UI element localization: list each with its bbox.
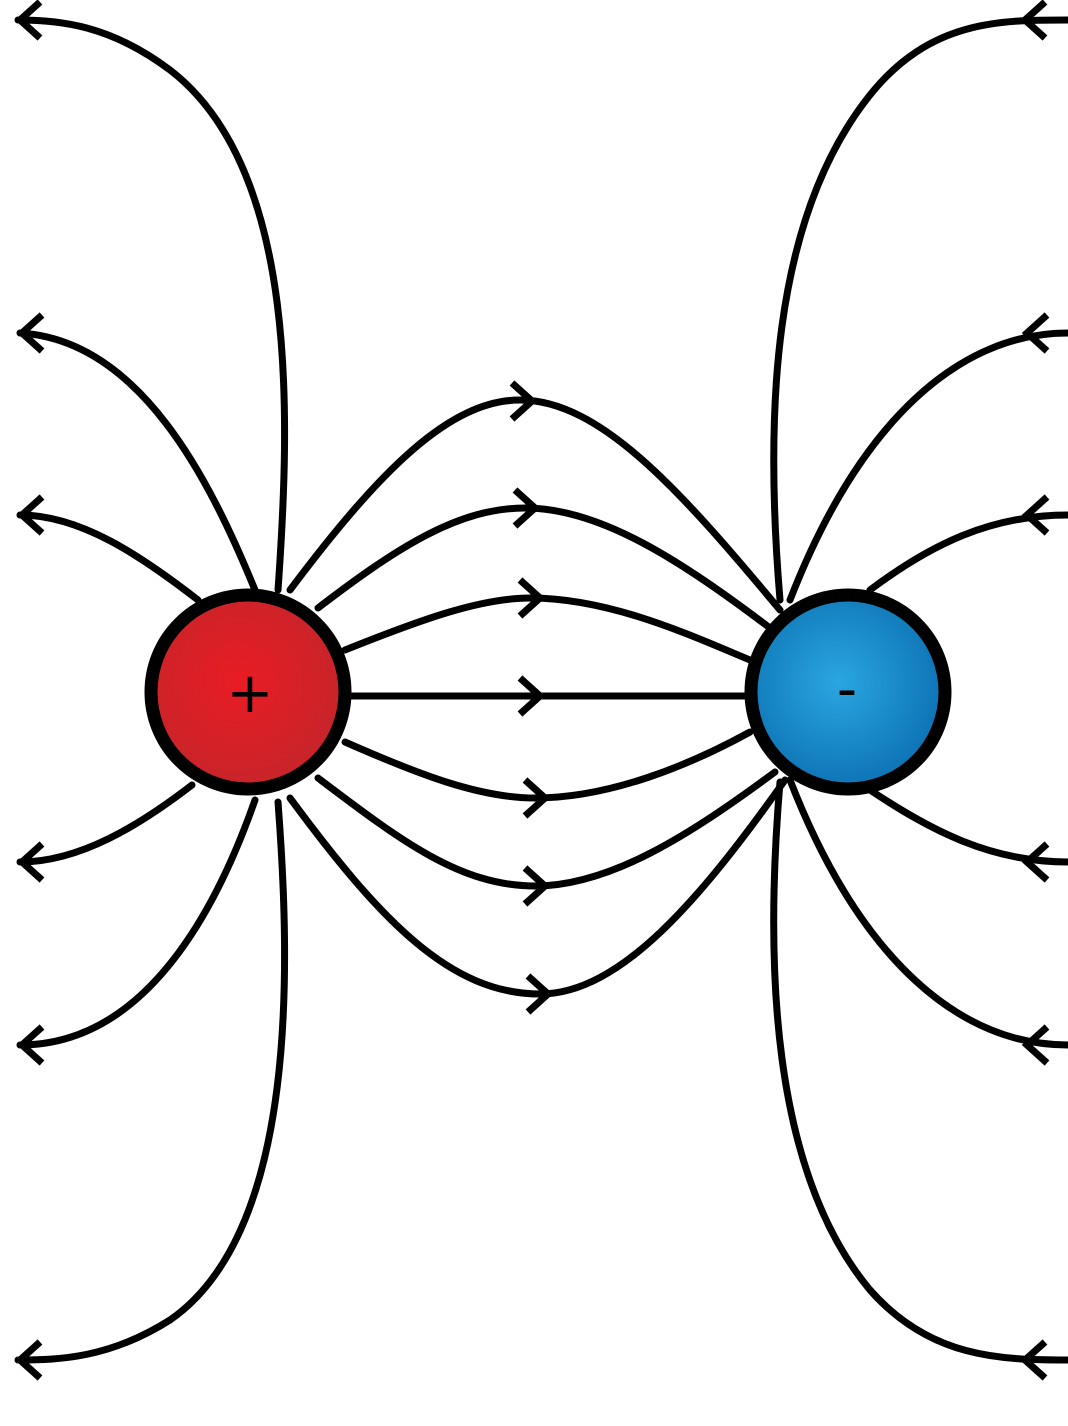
field-line-left-bottom-2 (16, 796, 259, 1049)
positive-charge-circle (144, 588, 352, 796)
field-line-between-3 (341, 594, 754, 664)
arrow-right-3 (517, 577, 546, 619)
field-line-left-top-2 (16, 329, 259, 594)
field-line-between-6 (314, 768, 779, 890)
arrow-right-1 (509, 380, 538, 422)
arrow-left-5 (16, 1024, 45, 1066)
field-line-right-top-2 (786, 329, 1068, 604)
arrow-right-edge-6 (1019, 1339, 1048, 1381)
negative-charge: - (744, 588, 952, 796)
arrow-right-edge-3 (1021, 494, 1050, 536)
arrow-left-1 (14, 0, 43, 41)
negative-charge-sign: - (837, 657, 857, 722)
arrow-right-2 (512, 487, 541, 529)
arrow-left-3 (16, 494, 45, 536)
arrow-left-4 (16, 841, 45, 883)
arrow-right-7 (525, 973, 554, 1015)
arrow-right-5 (522, 777, 551, 819)
negative-charge-circle (744, 588, 952, 796)
arrow-right-edge-1 (1019, 0, 1048, 41)
field-line-left-top-3 (16, 511, 202, 604)
field-line-right-bottom-2 (786, 776, 1068, 1049)
positive-charge: + (144, 588, 352, 796)
field-line-right-bottom-1 (770, 778, 1068, 1364)
field-line-right-top-3 (866, 511, 1068, 594)
field-line-left-bottom-3 (16, 781, 196, 866)
arrow-left-2 (16, 312, 45, 354)
arrow-right-center (517, 675, 546, 717)
field-line-between-1 (286, 396, 784, 614)
field-line-between-2 (314, 504, 774, 632)
arrow-right-edge-5 (1021, 1024, 1050, 1066)
field-line-left-top-1 (14, 16, 289, 594)
arrow-right-edge-2 (1021, 312, 1050, 354)
positive-charge-sign: + (227, 661, 274, 726)
field-line-right-top-1 (770, 16, 1068, 604)
arrow-right-edge-4 (1021, 841, 1050, 883)
field-line-left-bottom-1 (14, 798, 289, 1364)
field-line-right-bottom-3 (866, 786, 1068, 866)
field-line-between-5 (341, 728, 754, 802)
field-line-between-7 (286, 776, 789, 998)
arrow-right-6 (522, 865, 551, 907)
arrow-left-6 (14, 1339, 43, 1381)
